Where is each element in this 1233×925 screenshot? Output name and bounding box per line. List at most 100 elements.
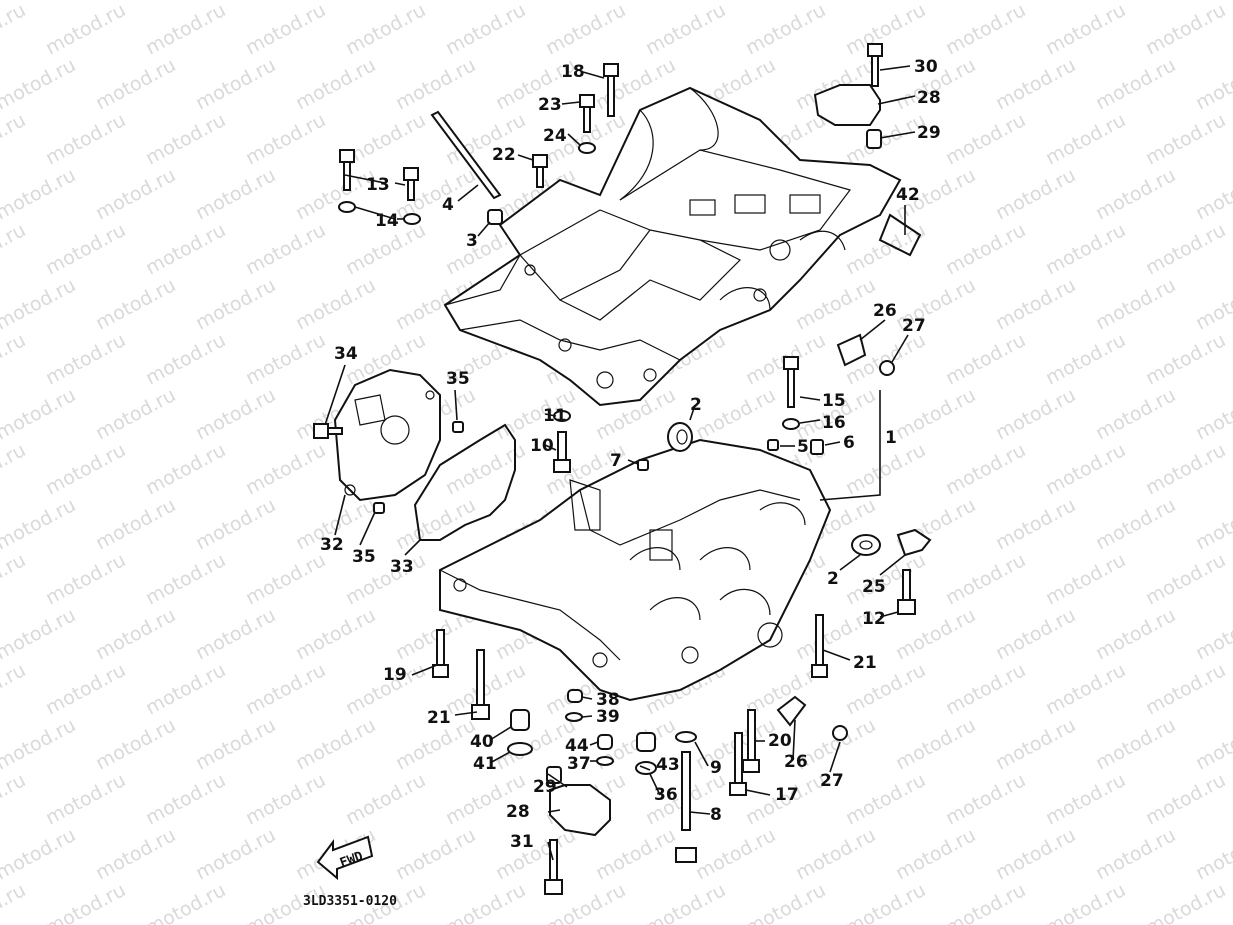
- watermark-text: motod.ru: [242, 769, 329, 829]
- watermark-text: motod.ru: [92, 494, 179, 554]
- watermark-text: motod.ru: [992, 274, 1079, 334]
- watermark-text: motod.ru: [992, 824, 1079, 884]
- callout-34: 34: [334, 344, 358, 364]
- watermark-text: motod.ru: [992, 54, 1079, 114]
- callout-26-upper: 26: [873, 301, 897, 321]
- watermark-text: motod.ru: [92, 0, 179, 4]
- watermark-text: motod.ru: [1092, 824, 1179, 884]
- callout-3: 3: [466, 231, 478, 251]
- callout-16: 16: [822, 413, 846, 433]
- watermark-text: motod.ru: [1142, 879, 1229, 925]
- watermark-text: motod.ru: [392, 54, 479, 114]
- watermark-text: motod.ru: [192, 494, 279, 554]
- watermark-text: motod.ru: [1042, 659, 1129, 719]
- watermark-text: motod.ru: [942, 219, 1029, 279]
- callout-7: 7: [610, 451, 622, 471]
- watermark-text: motod.ru: [142, 549, 229, 609]
- watermark-text: motod.ru: [1142, 329, 1229, 389]
- callout-36: 36: [654, 785, 678, 805]
- watermark-text: motod.ru: [0, 219, 29, 279]
- watermark-text: motod.ru: [592, 0, 679, 4]
- callout-28-lower: 28: [506, 802, 530, 822]
- watermark-text: motod.ru: [1192, 604, 1233, 664]
- callout-20: 20: [768, 731, 792, 751]
- watermark-text: motod.ru: [1192, 274, 1233, 334]
- watermark-text: motod.ru: [42, 659, 129, 719]
- watermark-text: motod.ru: [892, 384, 979, 444]
- watermark-text: motod.ru: [792, 274, 879, 334]
- watermark-text: motod.ru: [992, 604, 1079, 664]
- watermark-text: motod.ru: [542, 0, 629, 59]
- watermark-text: motod.ru: [92, 54, 179, 114]
- watermark-text: motod.ru: [242, 439, 329, 499]
- callout-4: 4: [442, 195, 454, 215]
- watermark-text: motod.ru: [242, 109, 329, 169]
- watermark-text: motod.ru: [1142, 659, 1229, 719]
- watermark-text: motod.ru: [792, 0, 879, 4]
- watermark-text: motod.ru: [192, 384, 279, 444]
- watermark-text: motod.ru: [1042, 329, 1129, 389]
- callout-37: 37: [567, 754, 591, 774]
- watermark-text: motod.ru: [142, 109, 229, 169]
- watermark-text: motod.ru: [1042, 109, 1129, 169]
- watermark-text: motod.ru: [742, 0, 829, 59]
- callout-42: 42: [896, 185, 920, 205]
- watermark-text: motod.ru: [892, 824, 979, 884]
- watermark-text: motod.ru: [1192, 714, 1233, 774]
- watermark-text: motod.ru: [0, 714, 79, 774]
- callout-15: 15: [822, 391, 846, 411]
- watermark-text: motod.ru: [0, 549, 29, 609]
- watermark-text: motod.ru: [1092, 604, 1179, 664]
- watermark-text: motod.ru: [992, 494, 1079, 554]
- watermark-text: motod.ru: [92, 384, 179, 444]
- callout-35-upper: 35: [446, 369, 470, 389]
- watermark-text: motod.ru: [1092, 714, 1179, 774]
- watermark-text: motod.ru: [1192, 824, 1233, 884]
- callout-19: 19: [383, 665, 407, 685]
- callout-11: 11: [543, 406, 567, 426]
- watermark-text: motod.ru: [192, 824, 279, 884]
- watermark-text: motod.ru: [192, 164, 279, 224]
- watermark-text: motod.ru: [1092, 274, 1179, 334]
- watermark-text: motod.ru: [0, 54, 79, 114]
- watermark-text: motod.ru: [942, 879, 1029, 925]
- watermark-text: motod.ru: [992, 384, 1079, 444]
- watermark-text: motod.ru: [992, 0, 1079, 4]
- watermark-text: motod.ru: [92, 164, 179, 224]
- watermark-text: motod.ru: [192, 604, 279, 664]
- watermark-text: motod.ru: [242, 549, 329, 609]
- callout-43: 43: [656, 755, 680, 775]
- watermark-text: motod.ru: [42, 769, 129, 829]
- watermark-text: motod.ru: [1142, 219, 1229, 279]
- watermark-text: motod.ru: [1092, 494, 1179, 554]
- watermark-text: motod.ru: [0, 384, 79, 444]
- callout-21-right: 21: [853, 653, 877, 673]
- callout-31: 31: [510, 832, 534, 852]
- watermark-text: motod.ru: [492, 824, 579, 884]
- watermark-text: motod.ru: [1192, 164, 1233, 224]
- watermark-text: motod.ru: [92, 824, 179, 884]
- callout-24: 24: [543, 126, 567, 146]
- watermark-text: motod.ru: [392, 0, 479, 4]
- callout-8: 8: [710, 805, 722, 825]
- watermark-text: motod.ru: [1142, 0, 1229, 59]
- watermark-text: motod.ru: [892, 714, 979, 774]
- watermark-text: motod.ru: [1142, 109, 1229, 169]
- callout-41: 41: [473, 754, 497, 774]
- callout-35-lower: 35: [352, 547, 376, 567]
- callout-26-lower: 26: [784, 752, 808, 772]
- watermark-text: motod.ru: [242, 219, 329, 279]
- callout-30: 30: [914, 57, 938, 77]
- watermark-text: motod.ru: [0, 274, 79, 334]
- watermark-text: motod.ru: [992, 714, 1079, 774]
- watermark-text: motod.ru: [42, 879, 129, 925]
- callout-9: 9: [710, 758, 722, 778]
- watermark-text: motod.ru: [1192, 54, 1233, 114]
- callout-2-lower: 2: [827, 569, 839, 589]
- watermark-text: motod.ru: [442, 439, 529, 499]
- side-cover: [333, 368, 441, 502]
- watermark-text: motod.ru: [842, 879, 929, 925]
- watermark-text: motod.ru: [0, 439, 29, 499]
- watermark-text: motod.ru: [92, 714, 179, 774]
